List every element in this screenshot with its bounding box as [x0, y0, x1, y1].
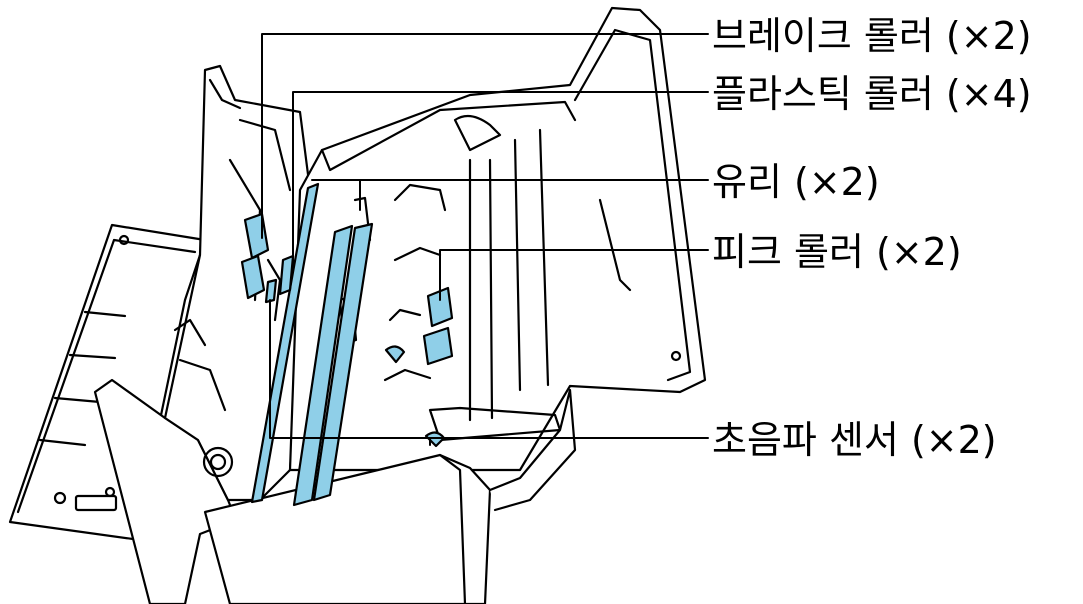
plastic-roller-a: [278, 254, 295, 296]
callout-glass: 유리 (×2): [712, 160, 880, 204]
callout-brake-roller: 브레이크 롤러 (×2): [712, 14, 1032, 58]
glass-left-strip: [292, 224, 354, 507]
leader-ultrasonic-a: [269, 299, 709, 439]
glass-right-strip: [312, 222, 374, 502]
callout-pick-roller: 피크 롤러 (×2): [712, 230, 962, 274]
plastic-roller-b: [264, 278, 278, 304]
callout-ultrasonic-sensor: 초음파 센서 (×2): [712, 418, 997, 462]
pick-roller-top: [426, 286, 454, 328]
front-cover: [203, 388, 577, 604]
brake-roller-bottom: [240, 254, 266, 300]
ultrasonic-sensor-a: [384, 345, 406, 364]
leader-lines: [261, 33, 709, 446]
leader-brake-roller: [261, 33, 709, 239]
pick-roller-bottom: [422, 326, 454, 366]
leader-plastic-roller: [292, 91, 709, 271]
leader-pick-roller: [439, 249, 709, 301]
callout-plastic-roller: 플라스틱 롤러 (×4): [712, 72, 1032, 116]
